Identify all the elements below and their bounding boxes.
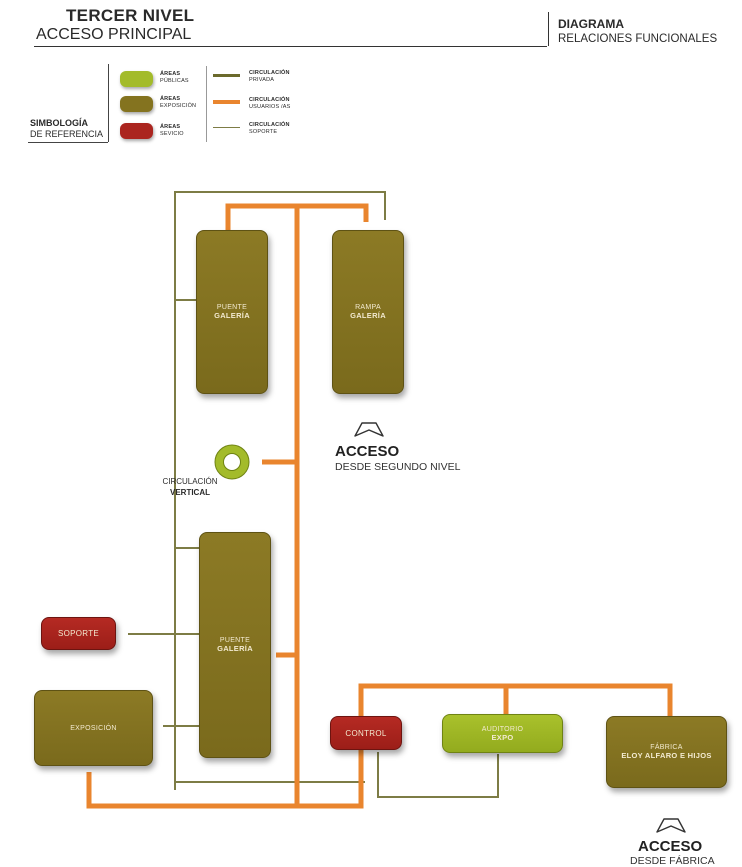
legend-area-1-text: PÚBLICAS [160,78,189,84]
block-soporte: SOPORTE [41,617,116,650]
acceso-segundo-title: ACCESO [335,443,400,460]
legend-swatch-exposicion [120,96,153,112]
block-control-label: CONTROL [345,728,387,738]
header-divider [548,12,549,46]
block-rampa-galeria: RAMPA GALERÍA [332,230,404,394]
circulacion-vertical-line2: VERTICAL [170,488,210,497]
block-puente-top-line1: PUENTE [216,304,248,311]
legend-underline [28,142,108,143]
legend-line-3-text: SOPORTE [249,129,278,135]
acceso-segundo-icon [354,422,384,437]
block-soporte-label: SOPORTE [57,629,100,638]
legend-area-2-text: EXPOSICIÓN [160,103,197,109]
support-line-auditorio [377,752,499,798]
legend-swatch-publicas [120,71,153,87]
block-puente-galeria-bottom: PUENTE GALERÍA [199,532,271,758]
block-auditorio-expo: AUDITORIO EXPO [442,714,563,753]
acceso-fabrica-title: ACCESO [638,838,703,855]
legend-line-privada [213,74,240,77]
block-fabrica-line1: FÁBRICA [650,744,683,751]
legend-area-3-text: SEVICIO [160,131,184,137]
page-subtitle: ACCESO PRINCIPAL [36,26,192,43]
legend-area-3-bold: ÁREAS [160,124,181,130]
user-line-upper-right [358,683,673,716]
diagram-subtitle: RELACIONES FUNCIONALES [558,33,718,45]
legend-heading: SIMBOLOGÍA [30,118,88,128]
block-puente-bottom-line2: GALERÍA [217,644,253,653]
legend-area-1-bold: ÁREAS [160,71,181,77]
legend-line-3-bold: CIRCULACIÓN [249,122,290,128]
block-puente-galeria-top: PUENTE GALERÍA [196,230,268,394]
legend-swatch-servicio [120,123,153,139]
legend-divider-left [108,64,109,142]
block-puente-bottom-line1: PUENTE [219,637,251,644]
support-line-top-loop [174,191,386,790]
block-exposicion-label: EXPOSICIÓN [70,724,117,732]
legend-line-usuarios [213,100,240,104]
legend-line-2-bold: CIRCULACIÓN [249,97,290,103]
legend-line-2-text: USUARIOS /AS [249,104,291,110]
block-auditorio-line2: EXPO [491,732,514,742]
block-puente-top-line2: GALERÍA [214,311,250,320]
block-rampa-line2: GALERÍA [350,311,386,320]
legend-line-1-bold: CIRCULACIÓN [249,70,290,76]
block-auditorio-line1: AUDITORIO [481,725,524,733]
diagram-title: DIAGRAMA [558,17,624,31]
user-line-bottom [86,750,364,809]
header-underline [34,46,547,47]
block-fabrica: FÁBRICA ELOY ALFARO E HIJOS [606,716,727,788]
acceso-fabrica-icon [656,818,686,833]
legend-line-1-text: PRIVADA [249,77,275,83]
block-exposicion: EXPOSICIÓN [34,690,153,766]
block-fabrica-line2: ELOY ALFARO E HIJOS [621,751,712,760]
page-title: TERCER NIVEL [66,6,195,25]
legend-line-soporte [213,127,240,128]
acceso-fabrica-sub: DESDE FÁBRICA [630,855,715,867]
acceso-segundo-sub: DESDE SEGUNDO NIVEL [335,461,461,473]
legend-area-2-bold: ÁREAS [160,96,181,102]
legend-subheading: DE REFERENCIA [30,129,104,139]
circulacion-vertical-icon [214,444,250,480]
block-control: CONTROL [330,716,402,750]
block-rampa-line1: RAMPA [355,304,381,311]
legend-divider-mid [206,66,207,142]
circulacion-vertical-line1: CIRCULACIÓN [162,477,218,486]
